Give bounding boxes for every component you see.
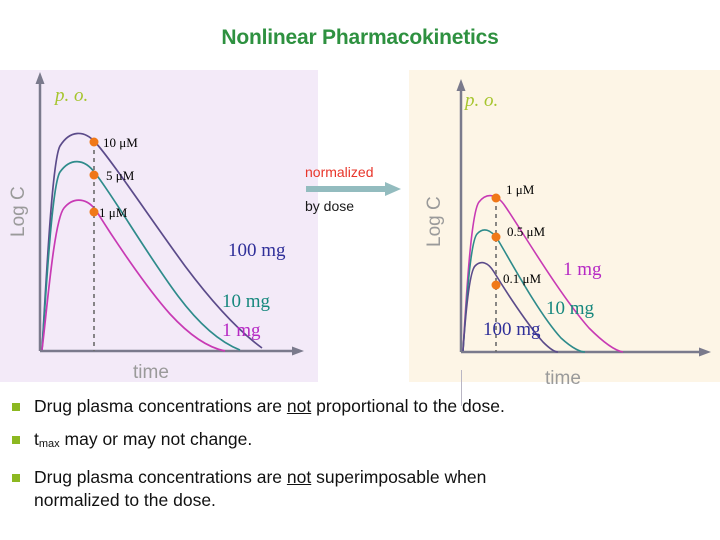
cmax-label-10mg-right: 0.5 μM [507,224,546,239]
list-item: Drug plasma concentrations are not super… [8,466,708,512]
cmax-label-1mg-left: 1 μM [99,205,128,220]
divider-stub [461,370,462,406]
dose-label-10mg-left: 10 mg [222,291,271,312]
by-dose-label: by dose [305,198,355,214]
x-axis-title-left: time [133,362,169,383]
route-label-right: p. o. [465,90,499,111]
dose-label-100mg-right: 100 mg [483,319,541,340]
cmax-marker-05mg [491,280,501,290]
list-item: tmax may or may not change. [8,428,708,456]
bullet-3-pre: Drug plasma concentrations are [34,467,287,487]
dose-label-1mg-right: 1 mg [563,259,602,280]
dose-normalized-chart-panel [409,70,720,382]
bullet-2-post: may or may not change. [59,429,253,449]
y-axis-arrowhead [35,72,45,84]
cmax-marker-100mg [89,137,99,147]
cmax-label-10mg-left: 5 μM [106,168,135,183]
list-item: Drug plasma concentrations are not propo… [8,395,708,418]
x-axis-arrowhead [292,346,304,356]
dose-label-1mg-left: 1 mg [222,320,261,341]
y-axis-arrowhead [456,79,466,91]
curve-10mg [41,160,241,351]
bullet-square-icon [12,474,20,482]
bullet-square-icon [12,436,20,444]
bullet-1-post: proportional to the dose. [311,396,505,416]
page-title: Nonlinear Pharmacokinetics [221,26,499,49]
right-arrow-icon [306,182,401,196]
bullet-1-emph: not [286,396,312,416]
cmax-label-100mg-right: 0.1 μM [503,271,542,286]
raw-concentration-chart-svg [35,72,304,356]
cmax-marker-10mg [89,170,99,180]
cmax-marker-1mg [491,193,501,203]
raw-concentration-chart-panel [0,70,318,382]
cmax-marker-1mg [89,207,99,217]
cmax-marker-10mg [491,232,501,242]
bullet-text-2: tmax may or may not change. [34,428,252,456]
bullet-2-pre: t [34,429,39,449]
route-label-left: p. o. [55,85,89,106]
y-axis-title-left: Log C [8,186,29,237]
curve-1mg [462,194,624,353]
normalization-annotation: normalized by dose [305,163,405,215]
y-axis-title-right: Log C [424,196,445,247]
bullet-3-emph: not [286,467,312,487]
cmax-label-100mg-left: 10 μM [103,135,138,150]
bullet-text-1: Drug plasma concentrations are not propo… [34,395,505,418]
bullet-3-post: superimposable when normalized to the do… [34,467,487,510]
dose-label-100mg-left: 100 mg [228,240,286,261]
bullet-list: Drug plasma concentrations are not propo… [8,395,708,522]
dose-label-10mg-right: 10 mg [546,298,595,319]
dose-normalized-chart-svg [456,79,711,357]
curve-100mg [462,261,559,353]
bullet-1-pre: Drug plasma concentrations are [34,396,287,416]
normalized-label: normalized [305,164,374,180]
x-axis-arrowhead [699,347,711,357]
bullet-text-3: Drug plasma concentrations are not super… [34,466,504,512]
cmax-label-1mg-right: 1 μM [506,182,535,197]
bullet-2-subscript: max [38,438,60,450]
bullet-square-icon [12,403,20,411]
curve-1mg [41,199,226,352]
x-axis-title-right: time [545,368,581,389]
